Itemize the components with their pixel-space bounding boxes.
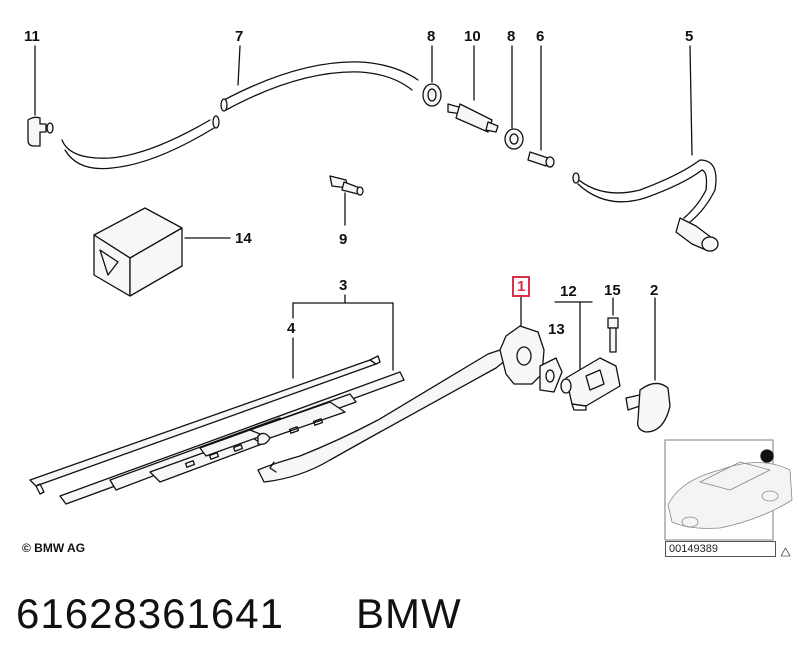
callout-2: 2 (650, 282, 659, 299)
callout-1-highlighted[interactable]: 1 (512, 276, 531, 297)
screw-9 (329, 175, 364, 196)
box-14 (93, 207, 183, 297)
gasket-13 (539, 357, 563, 393)
callout-12: 12 (560, 283, 577, 300)
clamp-8-left (422, 83, 442, 107)
holder-12 (560, 357, 621, 411)
copyright-notice: © BMW AG (22, 541, 86, 555)
check-valve-10 (447, 103, 499, 133)
elbow-connector-11 (27, 116, 54, 147)
part-number: 61628361641 (16, 590, 284, 637)
callout-8-right: 8 (507, 28, 516, 45)
callout-11: 11 (24, 28, 40, 45)
leader-lines (34, 45, 693, 381)
cover-cap-2 (625, 382, 671, 433)
screw-15 (607, 317, 619, 353)
brand-name: BMW (356, 590, 462, 637)
callout-10: 10 (464, 28, 481, 45)
hose-7 (61, 61, 419, 170)
blade-rubber-4 (29, 355, 381, 495)
callout-15: 15 (604, 282, 621, 299)
callout-8-left: 8 (427, 28, 436, 45)
callout-3: 3 (339, 277, 348, 294)
wiper-blade-3 (59, 371, 405, 505)
hose-nozzle-5 (572, 159, 719, 252)
diagram-reference-number: 00149389 (665, 541, 776, 557)
callout-6: 6 (536, 28, 545, 45)
car-thumbnail (664, 439, 793, 541)
clamp-8-right (504, 128, 524, 150)
connector-6 (527, 151, 555, 168)
callout-9: 9 (339, 231, 348, 248)
callout-7: 7 (235, 28, 244, 45)
callout-14: 14 (235, 230, 252, 247)
callout-4: 4 (287, 320, 296, 337)
callout-5: 5 (685, 28, 694, 45)
triangle-icon (780, 547, 791, 557)
callout-13: 13 (548, 321, 565, 338)
wiper-arm-1 (257, 325, 545, 483)
